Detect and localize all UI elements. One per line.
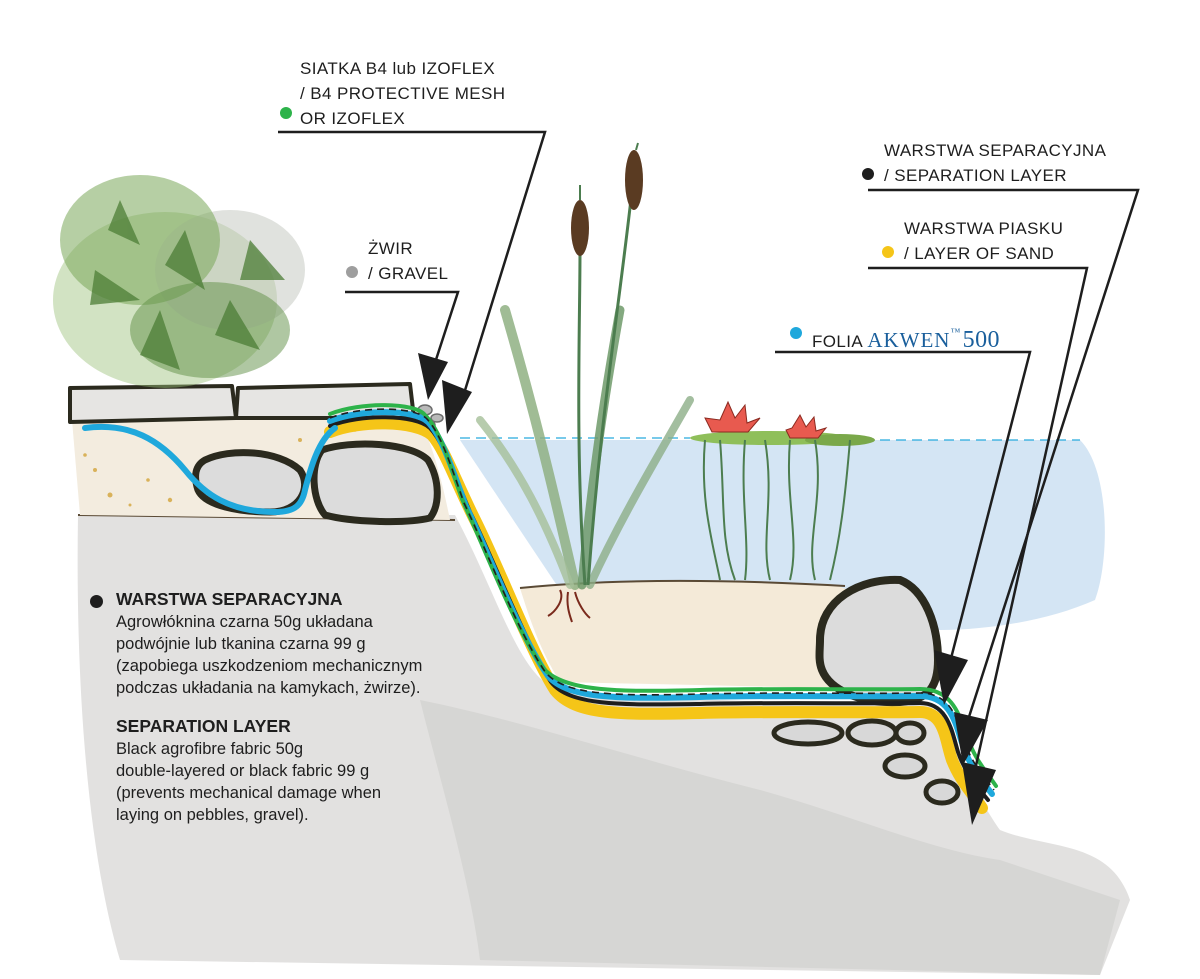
description-pl-line-3: (zapobiega uszkodzeniom mechanicznym bbox=[116, 657, 423, 675]
gravel-label-line-1: ŻWIR bbox=[368, 239, 414, 258]
pond-boulder bbox=[815, 575, 943, 707]
mesh-label: SIATKA B4 lub IZOFLEX / B4 PROTECTIVE ME… bbox=[300, 56, 505, 131]
sand-arrow-head bbox=[962, 762, 996, 825]
separation-color-dot bbox=[862, 168, 874, 180]
sand-label: WARSTWA PIASKU / LAYER OF SAND bbox=[904, 216, 1063, 266]
liner-label: FOLIA AKWEN™500 bbox=[812, 320, 1000, 354]
mesh-label-line-1: SIATKA B4 lub IZOFLEX bbox=[300, 59, 496, 78]
separation-layer-description: WARSTWA SEPARACYJNA Agrowłóknina czarna … bbox=[116, 588, 422, 826]
gravel-color-dot bbox=[346, 266, 358, 278]
description-en-line-1: Black agrofibre fabric 50g bbox=[116, 740, 304, 758]
description-pl-line-1: Agrowłóknina czarna 50g układana bbox=[116, 613, 373, 631]
leader-lines bbox=[278, 130, 1140, 771]
arrow-heads bbox=[418, 353, 996, 825]
cattail-plant bbox=[476, 142, 694, 623]
separation-label-line-1: WARSTWA SEPARACYJNA bbox=[884, 141, 1107, 160]
sand-color-dot bbox=[882, 246, 894, 258]
soil-shading bbox=[420, 700, 1120, 975]
pebbles-below-liner bbox=[771, 718, 961, 806]
water-lilies bbox=[690, 400, 875, 581]
description-en-line-3: (prevents mechanical damage when bbox=[116, 784, 382, 802]
paving-slab-left bbox=[68, 384, 238, 424]
description-en-line-4: laying on pebbles, gravel). bbox=[116, 806, 309, 824]
gravel-arrow-head bbox=[418, 353, 448, 400]
pond-sand-bed-edge bbox=[519, 580, 846, 589]
separation-label-line-2: / SEPARATION LAYER bbox=[884, 166, 1067, 185]
separation-label: WARSTWA SEPARACYJNA / SEPARATION LAYER bbox=[884, 138, 1106, 188]
liner-color-dot bbox=[790, 327, 802, 339]
description-dot bbox=[90, 595, 103, 608]
description-pl-line-2: podwójnie lub tkanina czarna 99 g bbox=[116, 635, 366, 653]
liner-brand-logo: AKWEN™500 bbox=[867, 327, 1000, 353]
gravel-label-line-2: / GRAVEL bbox=[368, 264, 449, 283]
liner-label-prefix: FOLIA bbox=[812, 332, 863, 351]
stone-medium bbox=[310, 440, 441, 526]
bank-liner bbox=[82, 423, 338, 516]
description-heading-pl: WARSTWA SEPARACYJNA bbox=[116, 589, 343, 609]
mesh-layer-stroke bbox=[328, 403, 998, 788]
mesh-color-dot bbox=[280, 107, 292, 119]
liner-arrow-head bbox=[934, 650, 968, 705]
mesh-label-line-2: / B4 PROTECTIVE MESH bbox=[300, 84, 506, 103]
gravel-label: ŻWIR / GRAVEL bbox=[368, 236, 448, 286]
mesh-dash bbox=[329, 408, 995, 791]
description-heading-en: SEPARATION LAYER bbox=[116, 716, 291, 736]
sand-layer-stroke bbox=[324, 417, 988, 814]
stone-small bbox=[192, 449, 309, 516]
description-en-line-2: double-layered or black fabric 99 g bbox=[116, 762, 370, 780]
mesh-arrow-head bbox=[442, 380, 472, 434]
separation-arrow-head bbox=[954, 712, 988, 765]
sand-label-line-1: WARSTWA PIASKU bbox=[904, 219, 1064, 238]
sand-label-line-2: / LAYER OF SAND bbox=[904, 244, 1055, 263]
mesh-label-line-3: OR IZOFLEX bbox=[300, 109, 406, 128]
description-pl-line-4: podczas układania na kamykach, żwirze). bbox=[116, 679, 421, 697]
bush bbox=[53, 175, 305, 388]
